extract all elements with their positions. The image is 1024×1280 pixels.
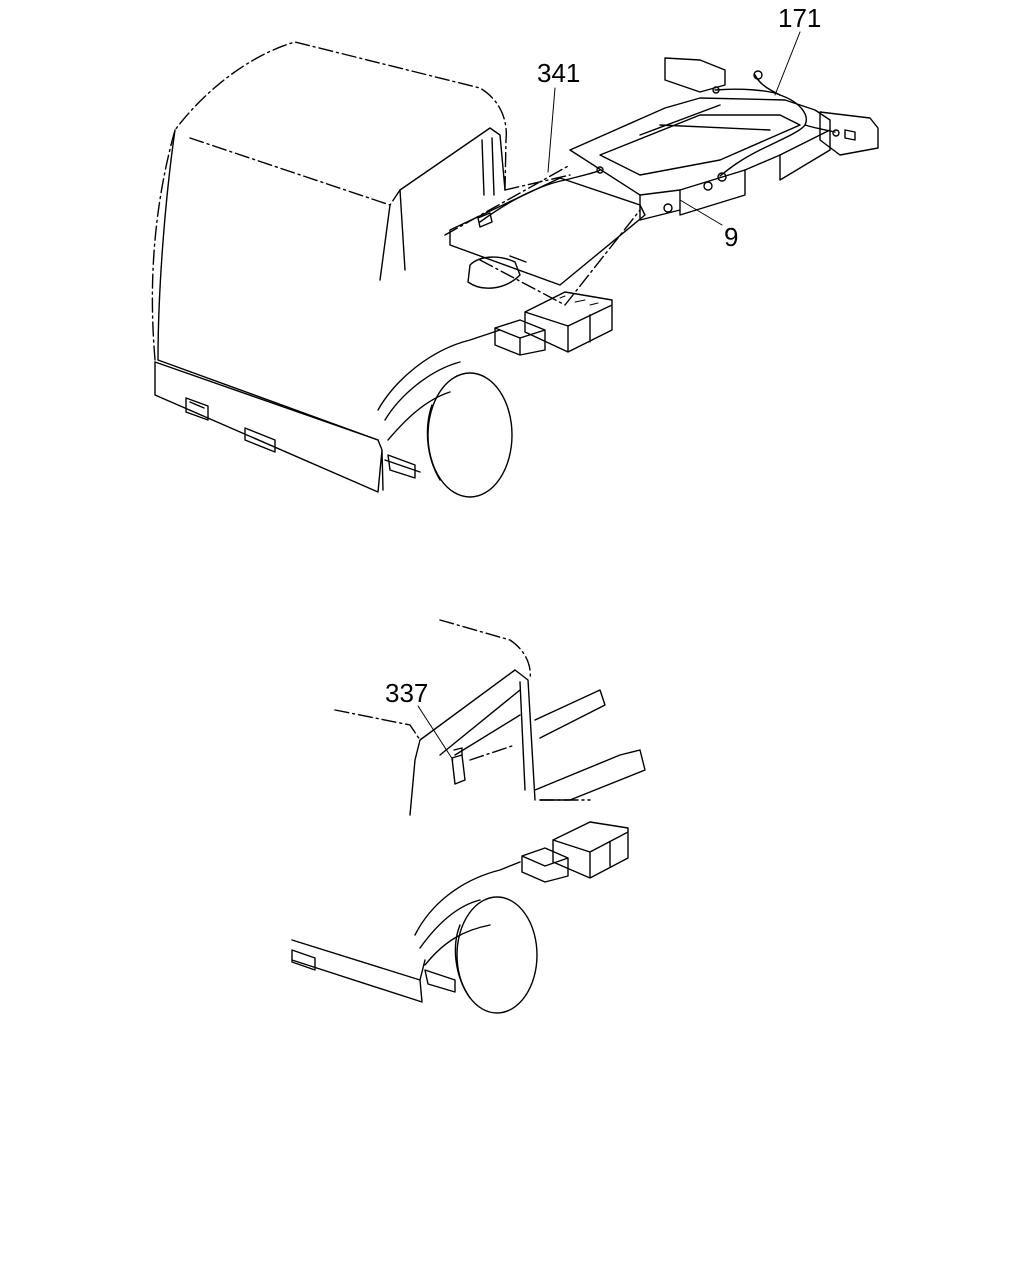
cab-side-pillar	[481, 137, 495, 196]
battery-bracket	[494, 319, 546, 356]
leader-171	[774, 31, 801, 96]
step-lower	[424, 969, 456, 993]
battery-bracket-lower	[521, 847, 569, 883]
grommet-1	[753, 70, 763, 80]
clip-9-b	[703, 181, 713, 191]
cab-roof-edge	[189, 137, 401, 206]
battery-terminals	[559, 295, 599, 306]
upper-leaders	[547, 31, 801, 226]
step	[387, 454, 416, 479]
callout-171: 171	[778, 3, 821, 33]
battery-box	[524, 291, 613, 353]
leader-341	[547, 87, 556, 173]
rear-lamp-left	[664, 57, 726, 93]
harness-341	[479, 169, 601, 223]
cowl-lower	[469, 744, 591, 801]
air-cleaner	[467, 255, 527, 289]
cab-body	[151, 41, 507, 361]
windshield-lower	[409, 669, 536, 816]
callout-341: 341	[537, 58, 580, 88]
door-frame-lower	[439, 689, 521, 756]
bumper-lamp-left	[185, 397, 209, 421]
clip-341	[596, 166, 604, 174]
bumper-lamp-lower	[291, 949, 316, 971]
front-fender	[377, 329, 501, 473]
clip-9-a	[663, 203, 673, 213]
front-wheel-lower	[456, 896, 538, 1014]
fender-lower	[414, 861, 521, 966]
grommet-3	[832, 129, 840, 137]
clip-9-c	[717, 172, 727, 182]
frame-rail	[444, 164, 641, 306]
rear-frame-side	[639, 129, 831, 221]
leader-9	[679, 199, 723, 226]
wheel-inner-lower	[454, 924, 471, 999]
cab-windshield	[379, 127, 506, 281]
leader-337	[417, 705, 454, 761]
frame-rail-lower	[534, 689, 646, 801]
cab-outline-lower	[334, 619, 532, 741]
front-wheel	[427, 372, 513, 498]
connector-left	[477, 212, 493, 228]
rear-lamp-right	[819, 111, 879, 156]
rear-frame-inner	[599, 104, 801, 176]
upper-view-truck	[151, 41, 879, 498]
cab-front-face	[157, 129, 379, 441]
bumper-lower	[291, 939, 426, 1003]
rear-crossmember-frame	[569, 97, 831, 196]
engine-hood-outline	[449, 177, 646, 286]
callout-337: 337	[385, 678, 428, 708]
lower-leaders	[417, 705, 454, 761]
callout-9: 9	[724, 222, 738, 252]
bumper-lamp-right	[244, 427, 276, 453]
lower-view-truck	[291, 619, 646, 1014]
grommet-2	[712, 86, 720, 94]
wheel-inner	[426, 404, 441, 481]
battery-box-lower	[552, 821, 629, 879]
front-bumper	[154, 361, 384, 493]
washer-tank-337	[451, 747, 466, 785]
harness-171-branch	[754, 74, 836, 133]
